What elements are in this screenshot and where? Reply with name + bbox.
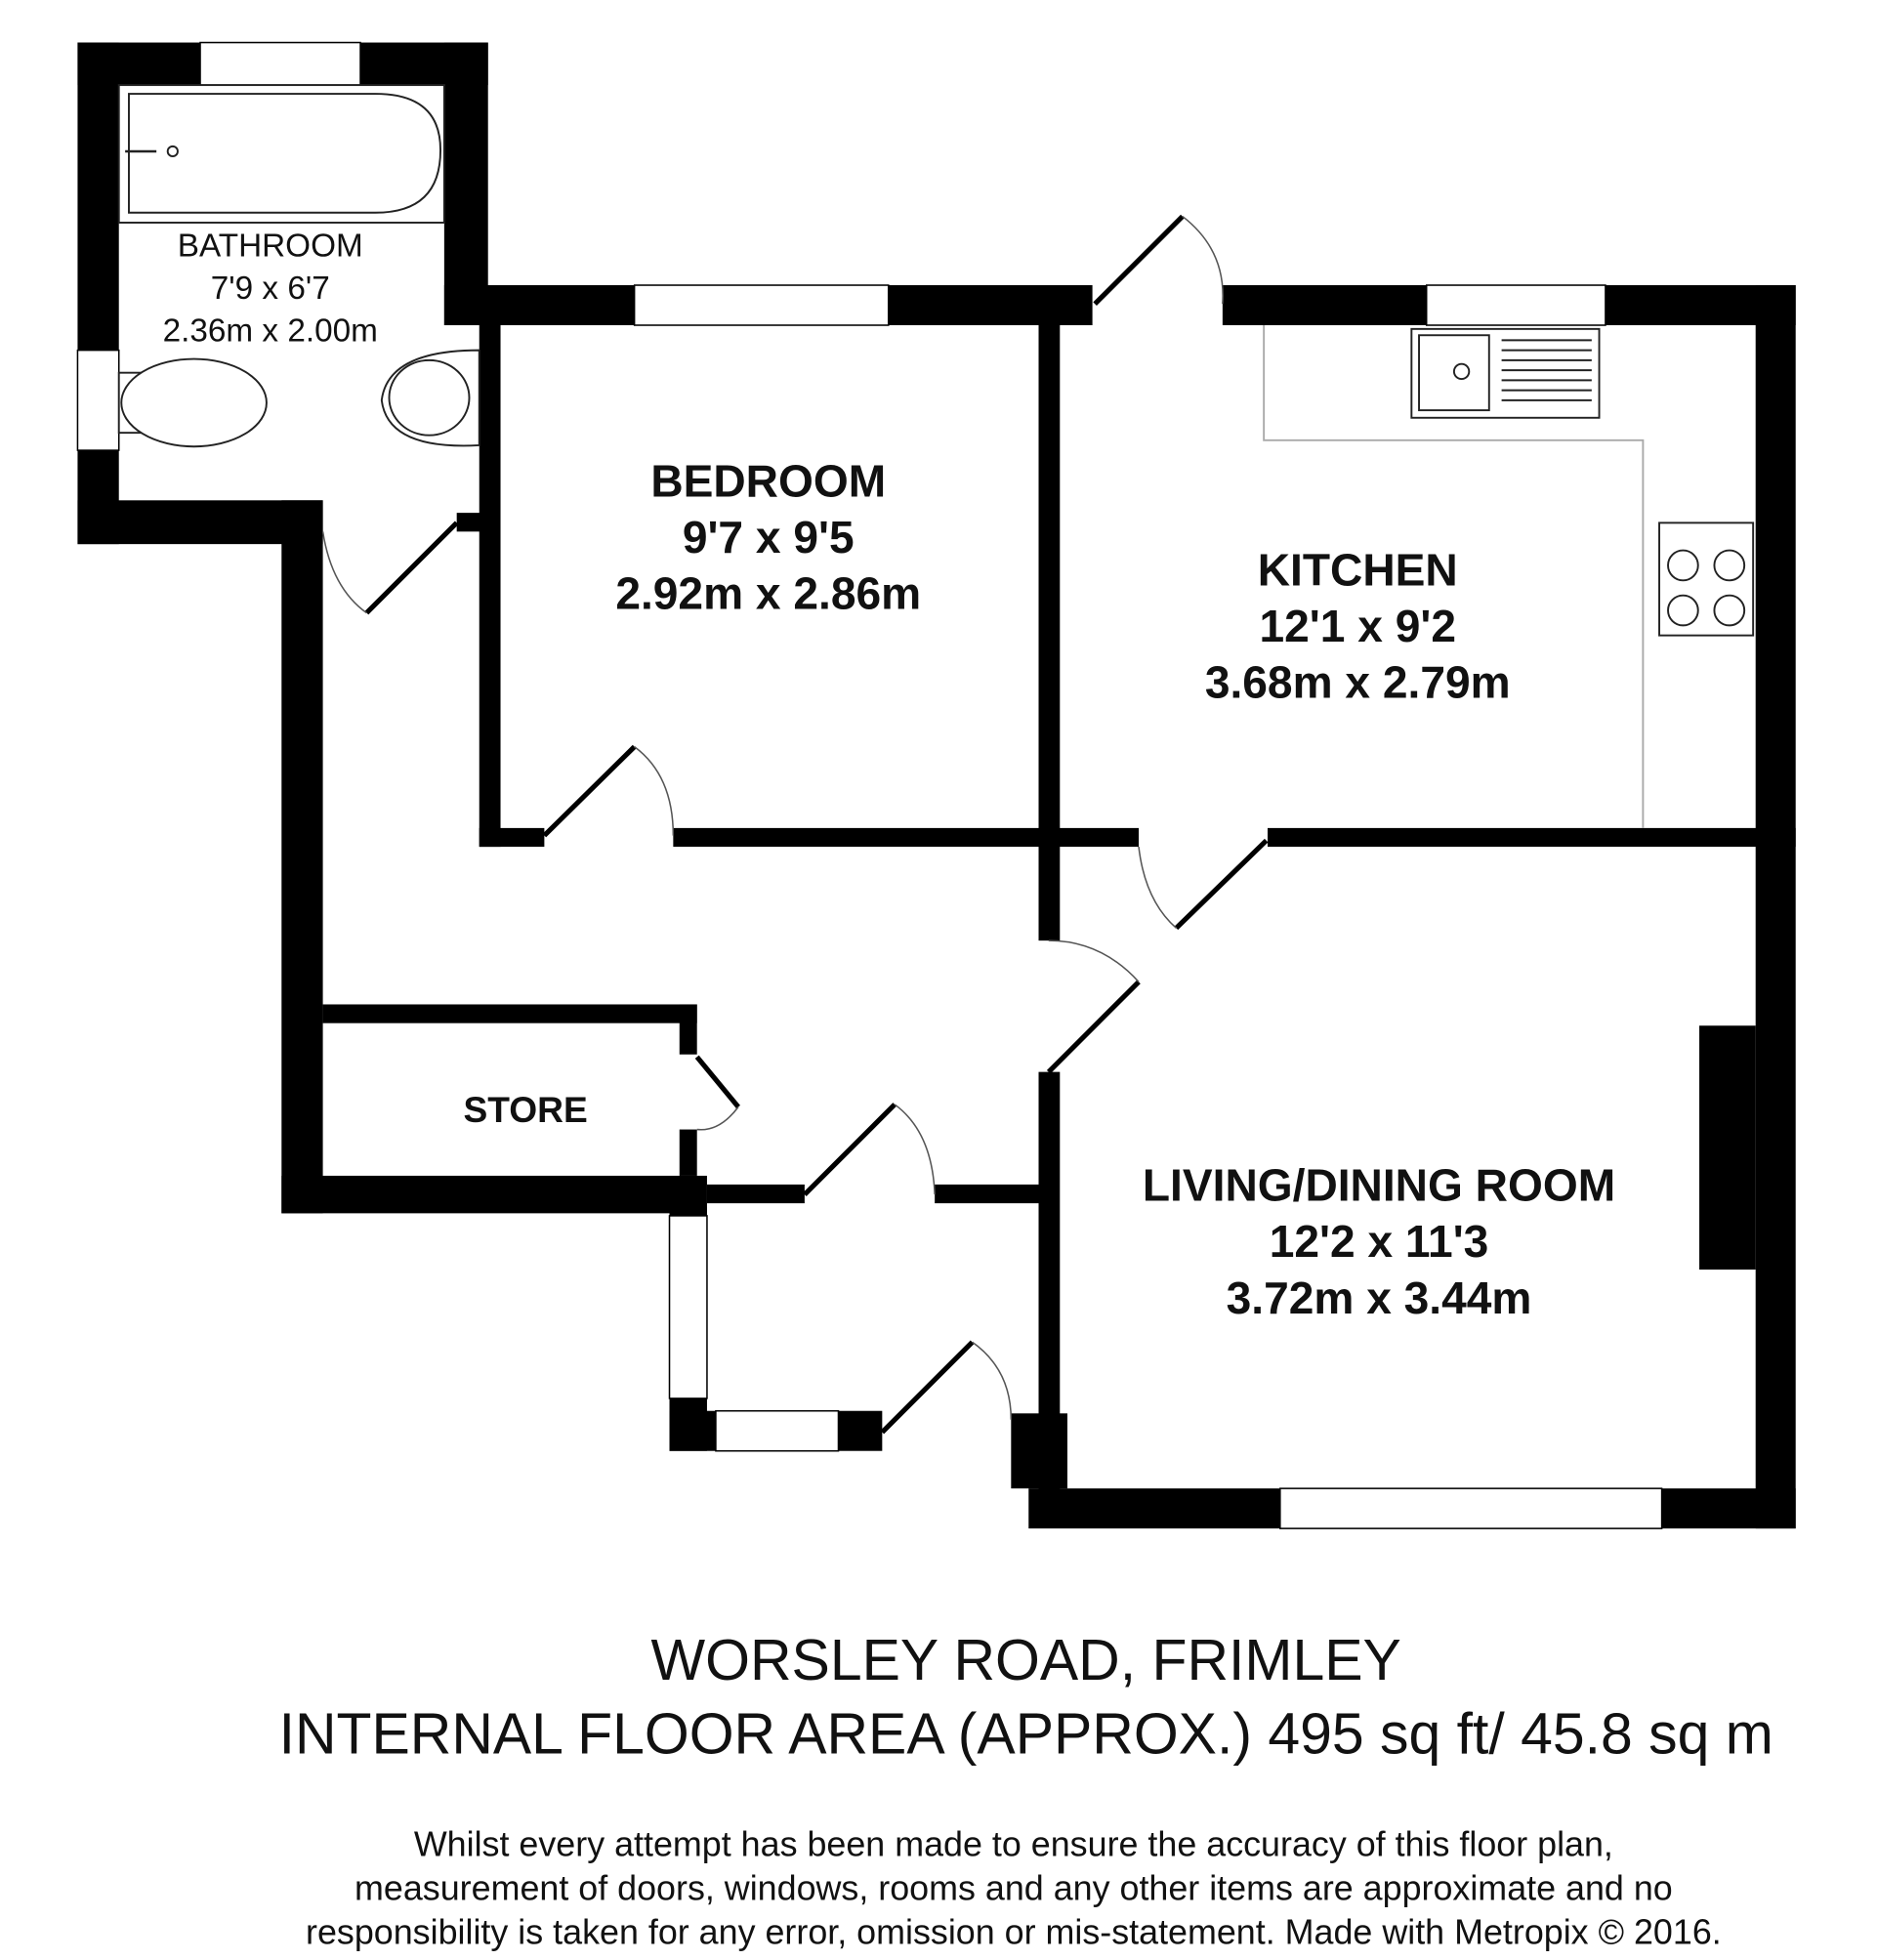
kitchen-imperial: 12'1 x 9'2 xyxy=(1260,601,1456,651)
room-labels: BATHROOM 7'9 x 6'7 2.36m x 2.00m BEDROOM… xyxy=(163,229,1616,1323)
doors xyxy=(321,214,1269,1435)
kitchen-name: KITCHEN xyxy=(1258,544,1458,595)
toilet xyxy=(117,357,268,448)
bath-tub xyxy=(117,84,445,224)
porch-front-window xyxy=(715,1409,840,1452)
living-name: LIVING/DINING ROOM xyxy=(1143,1160,1615,1211)
floor-area: INTERNAL FLOOR AREA (APPROX.) 495 sq ft/… xyxy=(279,1703,1773,1767)
bathroom-imperial: 7'9 x 6'7 xyxy=(211,271,330,307)
disclaimer-line-3: responsibility is taken for any error, o… xyxy=(306,1912,1722,1951)
bedroom-name: BEDROOM xyxy=(650,455,886,506)
address-title: WORSLEY ROAD, FRIMLEY xyxy=(651,1629,1401,1692)
porch-side-window xyxy=(668,1215,708,1399)
living-metric: 3.72m x 3.44m xyxy=(1227,1272,1532,1323)
disclaimer-line-2: measurement of doors, windows, rooms and… xyxy=(355,1869,1673,1908)
walls xyxy=(77,42,1796,1529)
fixtures xyxy=(117,84,1755,828)
kitchen-counter xyxy=(1263,325,1645,828)
bathroom-metric: 2.36m x 2.00m xyxy=(163,313,378,350)
kitchen-metric: 3.68m x 2.79m xyxy=(1205,657,1511,708)
bathroom-name: BATHROOM xyxy=(178,229,363,265)
bedroom-imperial: 9'7 x 9'5 xyxy=(683,512,855,563)
kitchen-sink xyxy=(1410,327,1601,419)
living-imperial: 12'2 x 11'3 xyxy=(1270,1216,1489,1267)
kitchen-window xyxy=(1425,284,1606,326)
windows xyxy=(76,41,1663,1529)
bathroom-window xyxy=(199,41,361,86)
bedroom-metric: 2.92m x 2.86m xyxy=(615,568,921,619)
bedroom-window xyxy=(633,284,890,326)
footer: WORSLEY ROAD, FRIMLEY INTERNAL FLOOR ARE… xyxy=(279,1629,1773,1951)
living-window xyxy=(1279,1487,1663,1529)
disclaimer-line-1: Whilst every attempt has been made to en… xyxy=(414,1825,1613,1864)
store-name: STORE xyxy=(464,1089,588,1130)
wash-basin xyxy=(380,349,480,447)
cooker-hob xyxy=(1658,521,1755,637)
bathroom-side-window xyxy=(76,349,120,451)
